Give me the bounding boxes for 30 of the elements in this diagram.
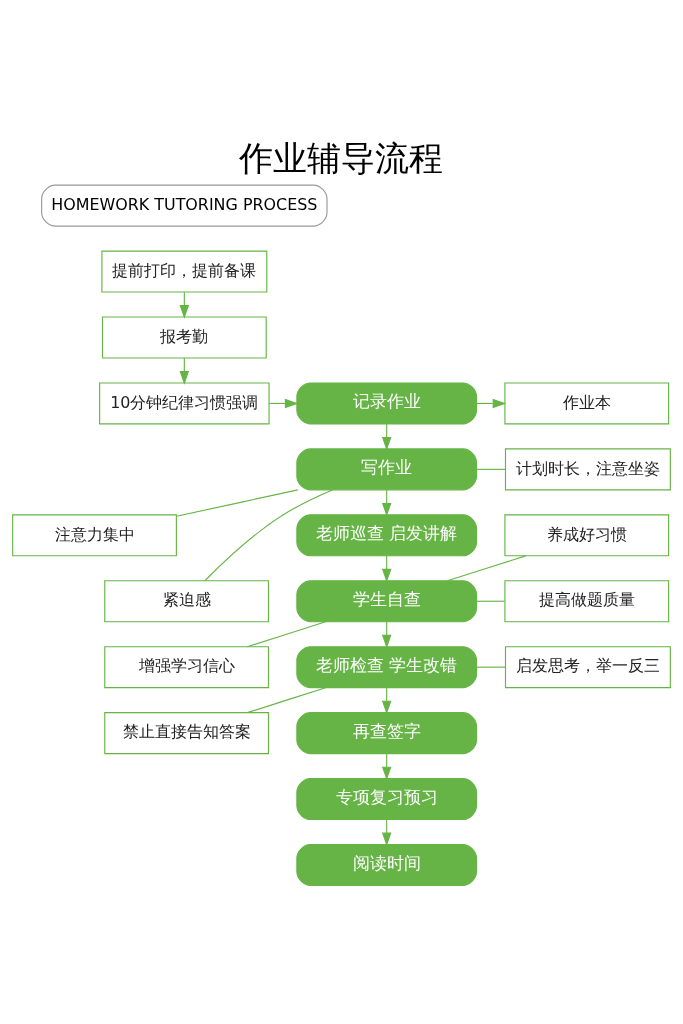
node-box: 写作业 xyxy=(296,448,478,491)
connector xyxy=(476,666,506,668)
node-box: 再查签字 xyxy=(296,712,478,755)
node-box: 增强学习信心 xyxy=(104,646,270,689)
node-box: 10分钟纪律习惯强调 xyxy=(99,382,270,425)
node-box: 计划时长，注意坐姿 xyxy=(504,448,671,491)
node-box: 学生自查 xyxy=(296,580,478,623)
connector xyxy=(204,489,333,582)
connector xyxy=(476,600,506,602)
node-box: 阅读时间 xyxy=(296,843,478,887)
node-box: 紧迫感 xyxy=(104,580,270,623)
node-box: 报考勤 xyxy=(101,316,267,359)
node-box: 注意力集中 xyxy=(12,514,177,557)
connector xyxy=(246,687,327,714)
node-box: 记录作业 xyxy=(296,382,478,425)
connector xyxy=(175,489,299,517)
node-box: 专项复习预习 xyxy=(296,778,478,821)
connector xyxy=(446,555,527,582)
diagram-title: 作业辅导流程 xyxy=(239,138,444,179)
label: HOMEWORK TUTORING PROCESS xyxy=(51,194,318,214)
node-box: 养成好习惯 xyxy=(504,514,670,557)
node-box: 启发思考，举一反三 xyxy=(504,646,671,689)
connector xyxy=(246,621,327,648)
node-box: 禁止直接告知答案 xyxy=(104,712,270,755)
node-box: 老师检查 学生改错 xyxy=(296,646,478,689)
node-box: 提前打印，提前备课 xyxy=(101,250,268,293)
node-box: 老师巡查 启发讲解 xyxy=(296,514,478,557)
connector xyxy=(476,468,506,470)
node-box: 作业本 xyxy=(504,382,670,425)
node-box: 提高做题质量 xyxy=(504,580,670,623)
